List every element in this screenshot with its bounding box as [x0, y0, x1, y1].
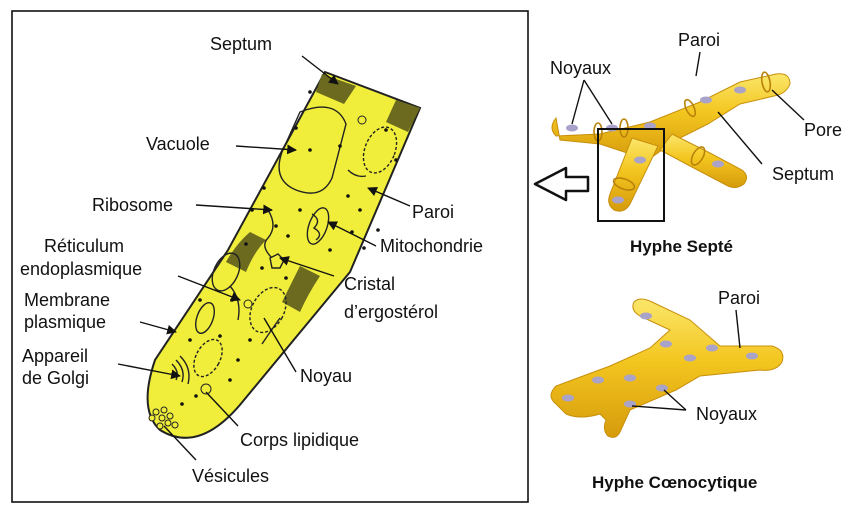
caption-coenocytic: Hyphe Cœnocytique [592, 473, 757, 492]
label-cristal-line2: d’ergostérol [344, 302, 438, 322]
label-mitochondrie: Mitochondrie [380, 236, 483, 256]
label-reticulum-line2: endoplasmique [20, 259, 142, 279]
zoom-arrow [535, 168, 588, 200]
label-septum: Septum [210, 34, 272, 54]
label-septate-pore: Pore [804, 120, 842, 140]
caption-septate: Hyphe Septé [630, 237, 733, 256]
label-vacuole: Vacuole [146, 134, 210, 154]
label-cristal-line1: Cristal [344, 274, 395, 294]
septate-branch-right [660, 134, 747, 188]
label-septate-paroi: Paroi [678, 30, 720, 50]
label-vesicules: Vésicules [192, 466, 269, 486]
label-membrane-line1: Membrane [24, 290, 110, 310]
label-membrane-line2: plasmique [24, 312, 106, 332]
label-septate-septum: Septum [772, 164, 834, 184]
label-paroi-detail: Paroi [412, 202, 454, 222]
label-golgi-line2: de Golgi [22, 368, 89, 388]
label-corps-lipidique: Corps lipidique [240, 430, 359, 450]
label-noyau: Noyau [300, 366, 352, 386]
label-reticulum-line1: Réticulum [44, 236, 124, 256]
label-ribosome: Ribosome [92, 195, 173, 215]
label-coeno-noyaux: Noyaux [696, 404, 757, 424]
label-septate-noyaux: Noyaux [550, 58, 611, 78]
label-coeno-paroi: Paroi [718, 288, 760, 308]
label-golgi-line1: Appareil [22, 346, 88, 366]
